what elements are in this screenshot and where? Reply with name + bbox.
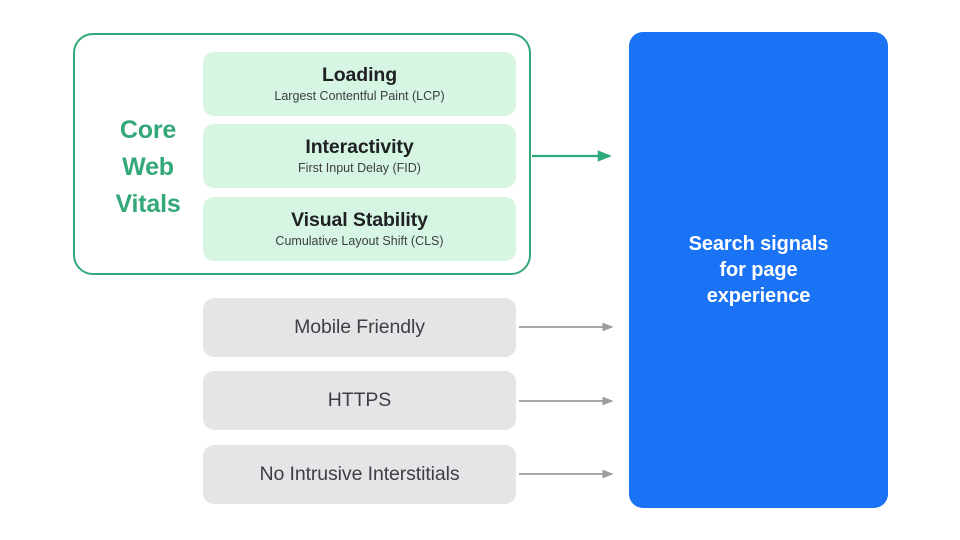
signal-card-no-intrusive-interstitials[interactable]: No Intrusive Interstitials xyxy=(203,445,516,504)
search-signals-panel: Search signals for page experience xyxy=(629,32,888,508)
vital-subtitle: Largest Contentful Paint (LCP) xyxy=(274,88,445,103)
core-web-vitals-label-line-1: Core xyxy=(119,116,177,144)
core-web-vitals-group xyxy=(73,33,531,275)
vital-subtitle: First Input Delay (FID) xyxy=(298,160,421,175)
signal-label: Mobile Friendly xyxy=(294,316,425,338)
signal-label: HTTPS xyxy=(327,389,392,411)
core-web-vitals-label-line-2: Web xyxy=(122,153,174,181)
vital-title: Loading xyxy=(321,63,398,86)
vital-card-interactivity[interactable]: Interactivity First Input Delay (FID) xyxy=(203,124,516,188)
vital-subtitle: Cumulative Layout Shift (CLS) xyxy=(275,233,444,248)
signal-card-mobile-friendly[interactable]: Mobile Friendly xyxy=(203,298,516,357)
signal-label: No Intrusive Interstitials xyxy=(259,463,460,485)
signal-card-https[interactable]: HTTPS xyxy=(203,371,516,430)
vital-card-visual-stability[interactable]: Visual Stability Cumulative Layout Shift… xyxy=(203,197,516,261)
vital-title: Visual Stability xyxy=(291,208,428,231)
vital-title: Interactivity xyxy=(305,135,414,158)
vital-card-loading[interactable]: Loading Largest Contentful Paint (LCP) xyxy=(203,52,516,116)
core-web-vitals-label-line-3: Vitals xyxy=(115,190,181,218)
search-signals-panel-title: Search signals for page experience xyxy=(688,233,829,307)
